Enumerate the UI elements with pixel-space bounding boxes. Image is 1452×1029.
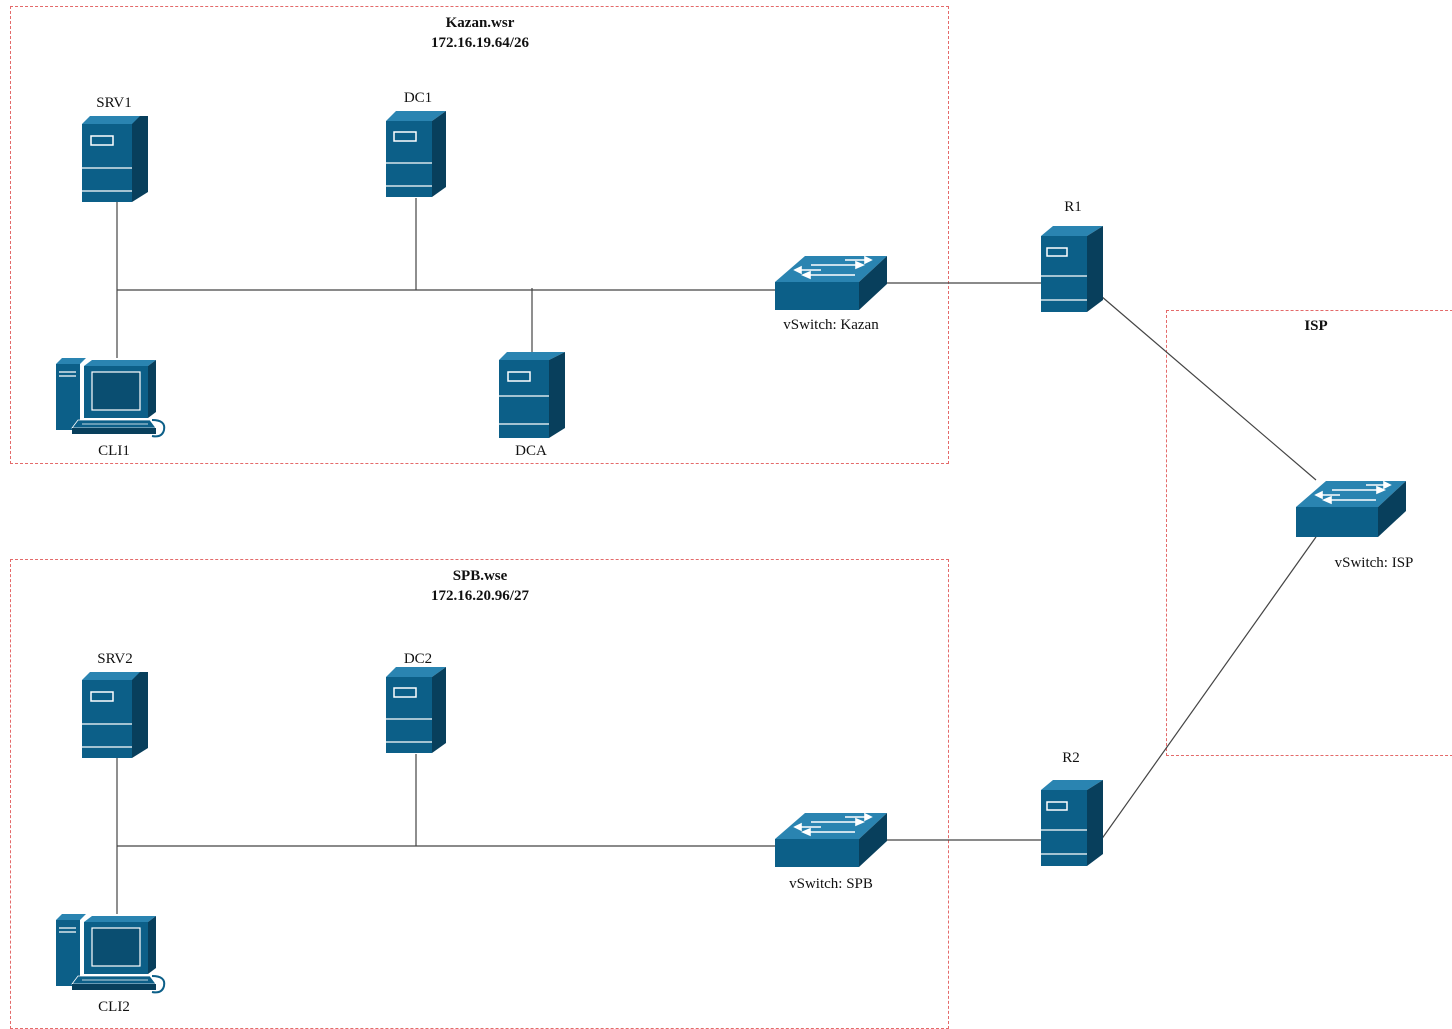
srv1-server-icon: [82, 116, 148, 202]
r1-label: R1: [1064, 199, 1082, 215]
zone-kazan-title: Kazan.wsr: [445, 15, 515, 31]
r1-server-icon: [1041, 226, 1103, 312]
zone-spb-title: SPB.wse: [452, 568, 508, 584]
srv2-server-icon: [82, 672, 148, 758]
r2-label: R2: [1062, 750, 1080, 766]
zone-isp: [1166, 310, 1452, 756]
cli2-label: CLI2: [98, 999, 130, 1015]
cli1-workstation-icon: [56, 358, 166, 438]
srv1-label: SRV1: [96, 95, 132, 111]
vswitch-spb-switch-icon: [775, 812, 887, 867]
cli2-workstation-icon: [56, 914, 166, 994]
zone-spb-subnet: 172.16.20.96/27: [431, 588, 529, 604]
link-r1-isp: [1100, 295, 1317, 481]
zone-kazan: [10, 6, 949, 464]
vswitch-spb-label: vSwitch: SPB: [789, 876, 873, 892]
zone-isp-title: ISP: [1304, 318, 1328, 334]
vswitch-kazan-label: vSwitch: Kazan: [783, 317, 879, 333]
r2-server-icon: [1041, 780, 1103, 866]
dc2-label: DC2: [403, 651, 433, 667]
vswitch-isp-switch-icon: [1296, 480, 1406, 537]
vswitch-kazan-switch-icon: [775, 255, 887, 310]
zone-kazan-subnet: 172.16.19.64/26: [431, 35, 529, 51]
dc2-server-icon: [386, 667, 446, 753]
vswitch-isp-label: vSwitch: ISP: [1334, 555, 1414, 571]
cli1-label: CLI1: [98, 443, 130, 459]
srv2-label: SRV2: [97, 651, 133, 667]
dca-server-icon: [499, 352, 565, 438]
dc1-label: DC1: [403, 90, 433, 106]
dc1-server-icon: [386, 111, 446, 197]
dca-label: DCA: [515, 443, 547, 459]
link-isp-r2: [1100, 536, 1317, 841]
